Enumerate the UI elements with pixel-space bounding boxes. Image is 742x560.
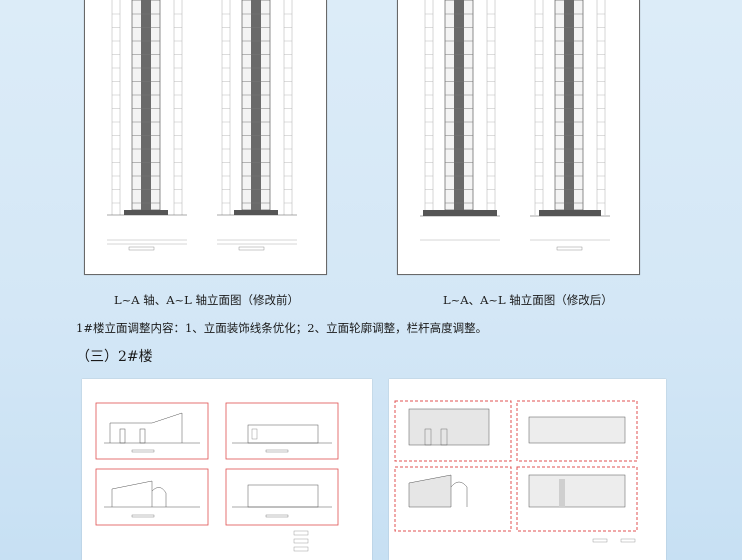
elevation-drawing-after [397,0,640,275]
elevation-drawing-before [84,0,327,275]
section-heading: （三）2#楼 [76,349,153,365]
body-paragraph: 1#楼立面调整内容：1、立面装饰线条优化；2、立面轮廓调整，栏杆高度调整。 [76,321,488,335]
building2-elevations-before [82,379,372,560]
figure-caption-before: L~A 轴、A~L 轴立面图（修改前） [114,293,299,307]
building2-elevations-after [389,379,666,560]
figure-caption-after: L~A、A~L 轴立面图（修改后） [443,293,613,307]
